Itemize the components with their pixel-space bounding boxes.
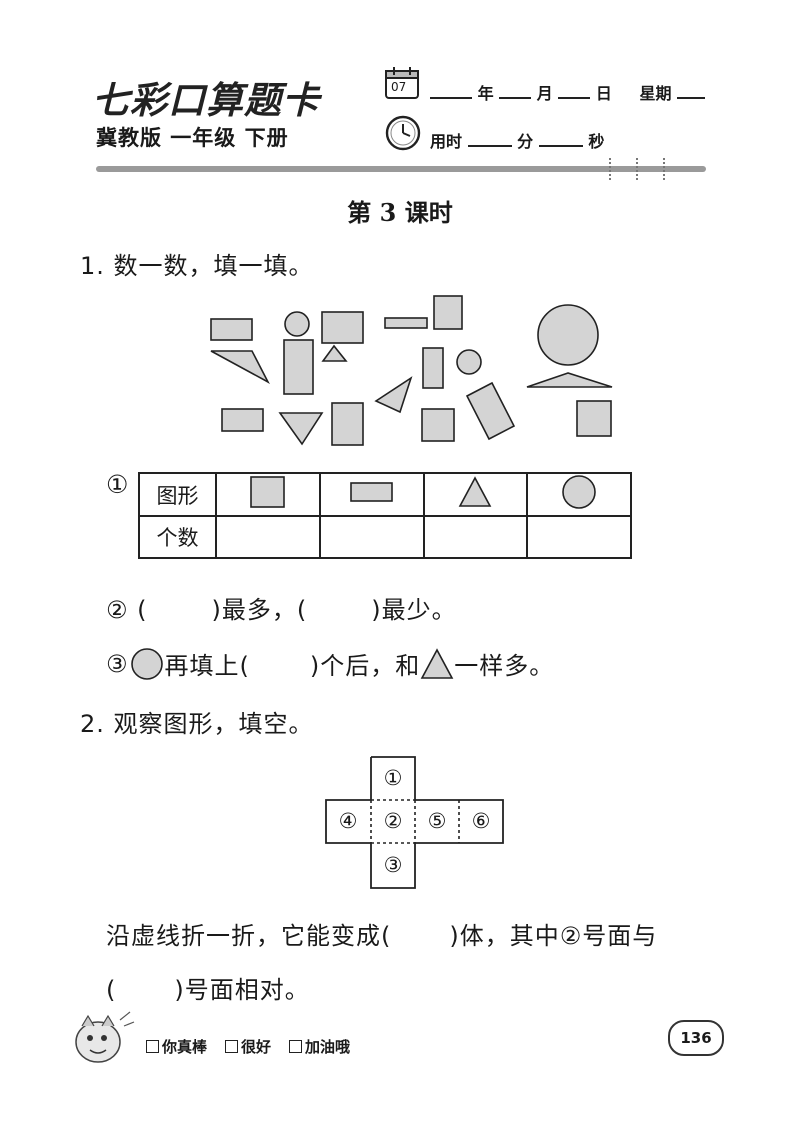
evaluation-options: 你真棒 很好 加油哦 (146, 1036, 368, 1057)
circle-shape (456, 349, 482, 375)
table-cell-circle (526, 472, 632, 517)
month-blank[interactable] (499, 83, 532, 99)
checkbox-icon[interactable] (289, 1040, 303, 1053)
circle-shape (284, 311, 310, 337)
row-label-count: 个数 (138, 515, 217, 559)
rectangle-shape (321, 311, 364, 344)
question-1-title: 1. 数一数，填一填。 (80, 252, 314, 280)
triangle-shape (374, 376, 413, 414)
triangle-shape (526, 372, 613, 388)
checkbox-icon[interactable] (146, 1040, 159, 1053)
calendar-day: 07 (391, 80, 407, 94)
triangle-shape (321, 344, 348, 362)
question-2-title: 2. 观察图形，填空。 (80, 710, 314, 738)
brand-title: 七彩口算题卡 (92, 79, 320, 122)
question-2-line-1: 沿虚线折一折，它能变成()体，其中②号面与 (106, 922, 658, 950)
triangle-shape (210, 350, 270, 384)
rectangle-shape (422, 347, 444, 389)
sub-question-3: ③ 再填上()个后，和 一样多。 (106, 646, 554, 681)
table-cell-square (214, 472, 321, 517)
count-input-triangle[interactable] (422, 515, 529, 559)
net-face-4: ④ (338, 809, 358, 833)
rectangle-shape (331, 402, 364, 446)
count-input-rectangle[interactable] (318, 515, 425, 559)
net-face-2: ② (383, 809, 403, 833)
mascot-icon (68, 1006, 138, 1074)
rectangle-shape (433, 295, 463, 330)
minute-blank[interactable] (467, 131, 512, 147)
rectangle-shape (221, 408, 264, 432)
shapes-scatter (0, 288, 800, 457)
table-cell-triangle (422, 472, 529, 517)
count-input-square[interactable] (214, 515, 321, 559)
circle-icon (562, 475, 596, 509)
option-good[interactable]: 很好 (225, 1036, 271, 1057)
rectangle-shape (210, 318, 253, 341)
triangle-icon (420, 647, 454, 679)
weekday-blank[interactable] (677, 83, 706, 99)
count-input-circle[interactable] (526, 515, 632, 559)
cube-net: ① ④ ② ⑤ ⑥ ③ (325, 756, 505, 889)
table-row: 个数 (138, 515, 632, 559)
row-label-shape: 图形 (138, 472, 217, 517)
net-face-6: ⑥ (471, 809, 491, 833)
counting-table: 图形 个数 (138, 472, 632, 559)
rectangle-icon (349, 482, 393, 502)
header-divider (96, 166, 706, 172)
net-face-3: ③ (383, 853, 403, 877)
table-cell-rectangle (318, 472, 425, 517)
second-blank[interactable] (538, 131, 583, 147)
triangle-icon (459, 476, 492, 507)
circle-shape (537, 304, 599, 366)
calendar-icon (384, 66, 420, 104)
lesson-title: 第 3 课时 (347, 198, 453, 227)
square-shape (576, 400, 612, 437)
option-keep-going[interactable]: 加油哦 (289, 1036, 350, 1057)
year-blank[interactable] (430, 83, 472, 99)
sub-question-2: ② ()最多，()最少。 (106, 596, 457, 624)
time-line: 用时 分 秒 (430, 131, 605, 151)
table-row: 图形 (138, 472, 632, 517)
net-face-5: ⑤ (427, 809, 447, 833)
clock-icon (384, 114, 422, 156)
sub-question-1-marker: ① (106, 470, 129, 499)
option-great[interactable]: 你真棒 (146, 1036, 207, 1057)
square-shape (421, 408, 455, 442)
net-face-1: ① (383, 766, 403, 790)
circle-icon (130, 647, 163, 680)
question-2-line-2: ()号面相对。 (106, 976, 310, 1004)
rectangle-shape (283, 339, 314, 395)
rectangle-shape (384, 317, 428, 329)
binder-rings-icon (604, 156, 674, 188)
date-line: 年 月 日 星期 (430, 80, 706, 104)
edition-label: 冀教版 一年级 下册 (96, 126, 289, 150)
checkbox-icon[interactable] (225, 1040, 239, 1053)
day-blank[interactable] (558, 83, 591, 99)
square-icon (249, 476, 285, 508)
page-number: 136 (668, 1020, 724, 1056)
rectangle-shape (465, 381, 516, 441)
triangle-shape (278, 412, 324, 446)
